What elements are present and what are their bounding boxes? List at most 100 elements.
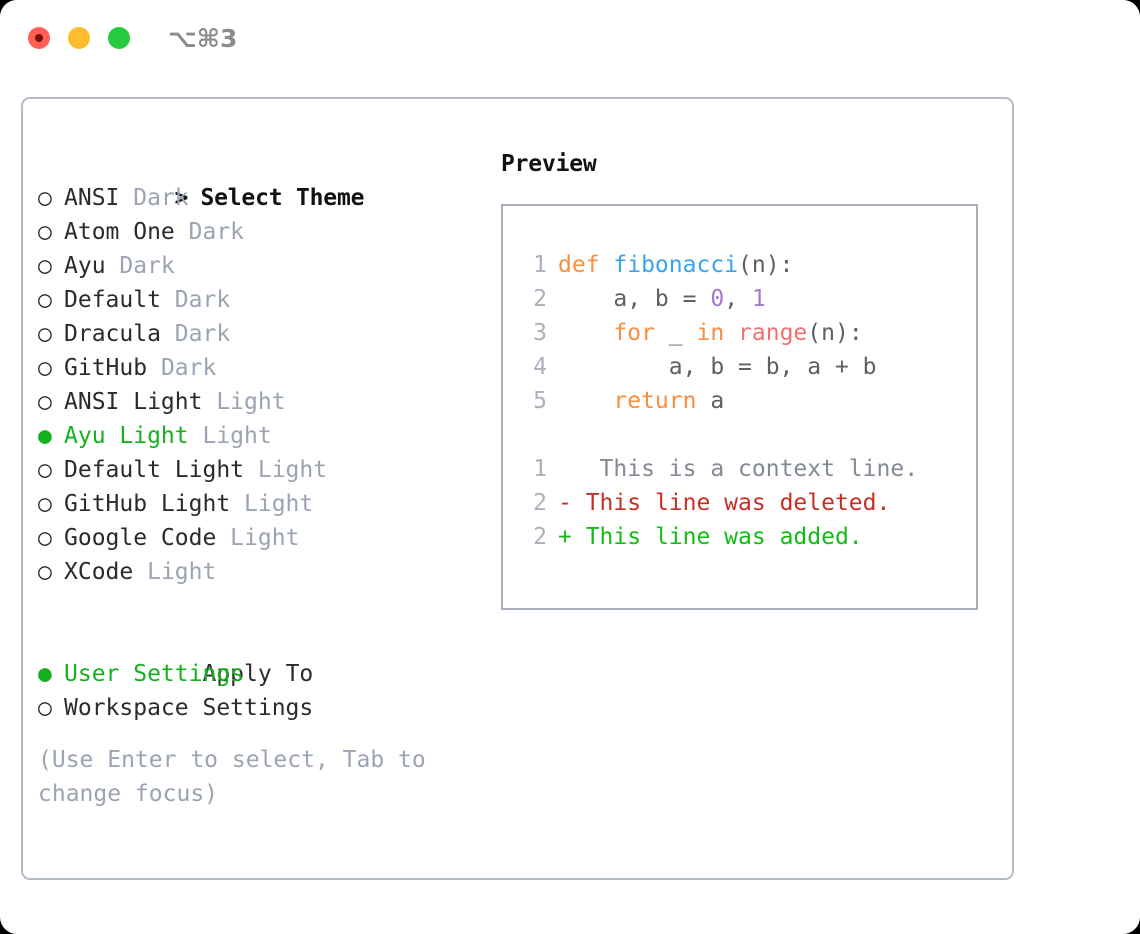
code-token-kw: in [696,320,725,346]
code-token-bi: range [738,320,808,346]
theme-list-item-variant: Dark [160,287,231,313]
theme-list-item-label: GitHub Light [64,491,231,517]
code-token-pln: , [724,286,752,312]
theme-list-item[interactable]: ○ Default Light Light [38,453,488,487]
diff-line: 2 + This line was added. [519,520,976,554]
theme-list-item-label: Default [64,287,161,313]
code-token-pln: a [696,388,725,414]
window-title-shortcut: ⌥⌘3 [168,24,238,53]
diff-text: This line was deleted. [571,490,891,516]
radio-unselected-icon: ○ [38,695,52,721]
code-token-num: 0 [710,286,725,312]
theme-list-item[interactable]: ● Ayu Light Light [38,419,488,453]
theme-picker-card: >Select Theme ○ANSI Dark○Atom One Dark○A… [21,97,1014,880]
theme-list-item[interactable]: ○ GitHub Light Light [38,487,488,521]
code-token-fn: fibonacci [613,252,739,278]
diff-line-number: 2 [533,490,547,516]
apply-to-item[interactable]: ○ Workspace Settings [38,691,488,725]
code-line-number: 2 [533,286,547,312]
minimize-button[interactable] [68,27,90,49]
apply-to-header: Apply To [38,623,488,687]
diff-sign [558,456,572,482]
code-line-number: 3 [533,320,547,346]
code-line: 4 a, b = b, a + b [519,350,976,384]
theme-list-item-label: Atom One [64,219,175,245]
theme-list-item[interactable]: ○ ANSI Light Light [38,385,488,419]
code-line: 3 for _ in range(n): [519,316,976,350]
radio-unselected-icon: ○ [38,287,52,313]
diff-sign: - [558,490,572,516]
code-line-number: 5 [533,388,547,414]
theme-selection-column: >Select Theme ○ANSI Dark○Atom One Dark○A… [38,147,488,811]
diff-text: This is a context line. [571,456,919,482]
zoom-button[interactable] [108,27,130,49]
code-token-pln: (n): [807,320,863,346]
apply-to-list: ●User Settings ○ Workspace Settings [38,657,488,725]
code-diff-gap [519,418,976,452]
code-line: 2 a, b = 0, 1 [519,282,976,316]
theme-list-item[interactable]: ○ GitHub Dark [38,351,488,385]
code-line: 5 return a [519,384,976,418]
list-spacer [38,589,488,623]
code-token-kw: for [613,320,655,346]
theme-list-item-label: Ayu Light [64,423,189,449]
preview-title: Preview [501,151,597,177]
select-theme-header-label: Select Theme [200,185,365,211]
diff-sign: + [558,524,572,550]
code-token-num: 1 [751,286,766,312]
theme-list-item[interactable]: ○ Dracula Dark [38,317,488,351]
radio-unselected-icon: ○ [38,253,52,279]
code-token-pln [558,388,613,414]
code-token-pln: a, b = [558,286,711,312]
theme-list-item-label: ANSI Light [64,389,203,415]
theme-list-item-variant: Light [188,423,272,449]
diff-text: This line was added. [571,524,863,550]
theme-list-item-variant: Light [133,559,217,585]
code-token-pln: a, b = b, a + b [558,354,877,380]
code-token-kw: return [613,388,697,414]
theme-list-item-label: Google Code [64,525,217,551]
theme-list-item-label: XCode [64,559,134,585]
theme-list-item-variant: Dark [160,321,231,347]
theme-list-item-variant: Light [244,457,328,483]
close-button[interactable] [28,27,50,49]
apply-to-item[interactable]: ●User Settings [38,657,488,691]
theme-list-item[interactable]: ○Google Code Light [38,521,488,555]
theme-list-item[interactable]: ○Ayu Dark [38,249,488,283]
theme-list-item-variant: Light [230,491,314,517]
theme-list-item[interactable]: ○ANSI Dark [38,181,488,215]
radio-unselected-icon: ○ [38,355,52,381]
theme-list-item-variant: Light [216,525,300,551]
radio-selected-icon: ● [38,423,52,449]
radio-unselected-icon: ○ [38,219,52,245]
theme-list-item-variant: Dark [174,219,245,245]
theme-list-item[interactable]: ○ Atom One Dark [38,215,488,249]
radio-unselected-icon: ○ [38,457,52,483]
theme-list-item[interactable]: ○XCode Light [38,555,488,589]
radio-unselected-icon: ○ [38,389,52,415]
theme-list-item-label: GitHub [64,355,148,381]
code-line-number: 4 [533,354,547,380]
diff-line: 2- This line was deleted. [519,486,976,520]
diff-line-number: 2 [533,524,547,550]
theme-list-item-label: Dracula [64,321,161,347]
code-token-pln [724,320,738,346]
theme-list-item-label: ANSI [64,185,120,211]
radio-unselected-icon: ○ [38,185,52,211]
theme-list-item-variant: Light [202,389,286,415]
code-token-pln: (n): [738,252,794,278]
theme-list-item-variant: Dark [105,253,175,279]
diff-sample: 1 This is a context line.2- This line wa… [519,452,976,554]
theme-list-item[interactable]: ○ Default Dark [38,283,488,317]
apply-to-item-label: Workspace Settings [64,695,314,721]
code-token-pln: _ [654,320,697,346]
apply-to-item-label: User Settings [64,661,245,687]
radio-unselected-icon: ○ [38,321,52,347]
theme-list: ○ANSI Dark○Atom One Dark○Ayu Dark○Defaul… [38,181,488,589]
radio-unselected-icon: ○ [38,491,52,517]
theme-list-item-variant: Dark [147,355,217,381]
theme-list-item-label: Default Light [64,457,245,483]
